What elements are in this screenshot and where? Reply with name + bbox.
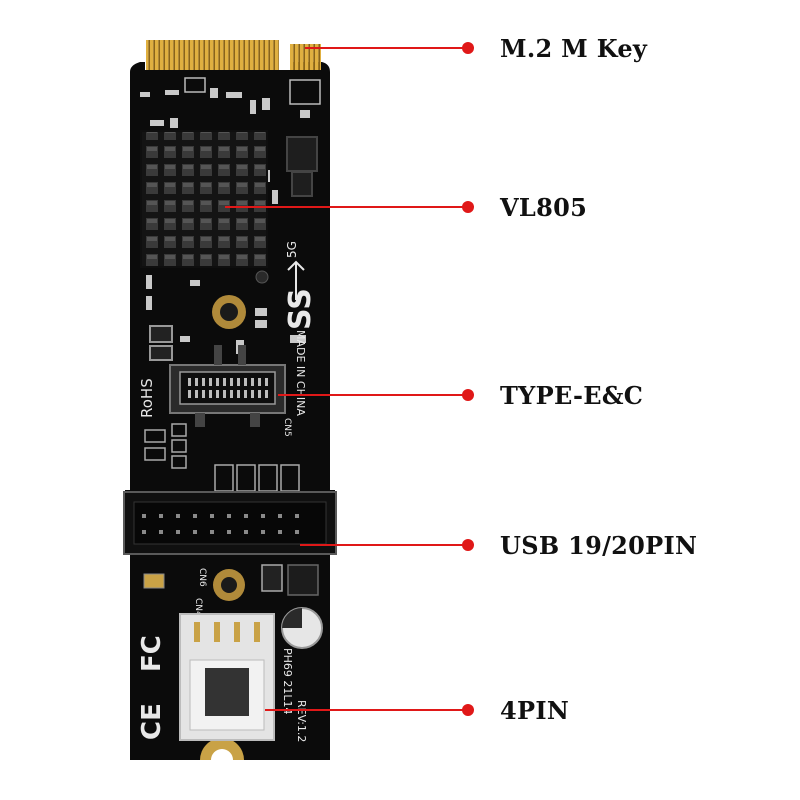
callout-m2-key: M.2 M Key bbox=[500, 34, 648, 63]
model-text: PH69 21L14 bbox=[281, 648, 294, 715]
ce-logo: CE bbox=[137, 703, 167, 740]
ss-usb-logo: SS 5G bbox=[283, 241, 318, 330]
gold-fingers bbox=[146, 40, 279, 70]
svg-text:5G: 5G bbox=[285, 241, 299, 258]
type-e-connector bbox=[169, 345, 286, 427]
electrolytic-capacitor bbox=[281, 607, 323, 649]
lower-components bbox=[143, 564, 319, 601]
cn5-text: CN5 bbox=[282, 418, 292, 437]
callout-type-e-c: TYPE-E&C bbox=[500, 381, 644, 410]
callout-4pin: 4PIN bbox=[500, 696, 570, 725]
svg-text:SS: SS bbox=[283, 288, 318, 330]
svg-text:CN4: CN4 bbox=[193, 598, 203, 617]
rohs-text: RoHS bbox=[138, 378, 156, 418]
fc-logo: FC bbox=[137, 635, 167, 672]
usb-19-20pin-header bbox=[123, 491, 337, 555]
svg-text:CN6: CN6 bbox=[197, 568, 207, 587]
callout-usb-19-20pin: USB 19/20PIN bbox=[500, 531, 698, 560]
callout-vl805: VL805 bbox=[500, 193, 588, 222]
standoff-middle bbox=[212, 295, 246, 329]
vl805-heatsink bbox=[140, 130, 268, 268]
fan-4pin-connector bbox=[179, 613, 275, 741]
callout-lines bbox=[225, 42, 474, 716]
made-in-china-text: MADE IN CHINA bbox=[294, 330, 307, 416]
rev-text: REV:1.2 bbox=[295, 700, 308, 742]
